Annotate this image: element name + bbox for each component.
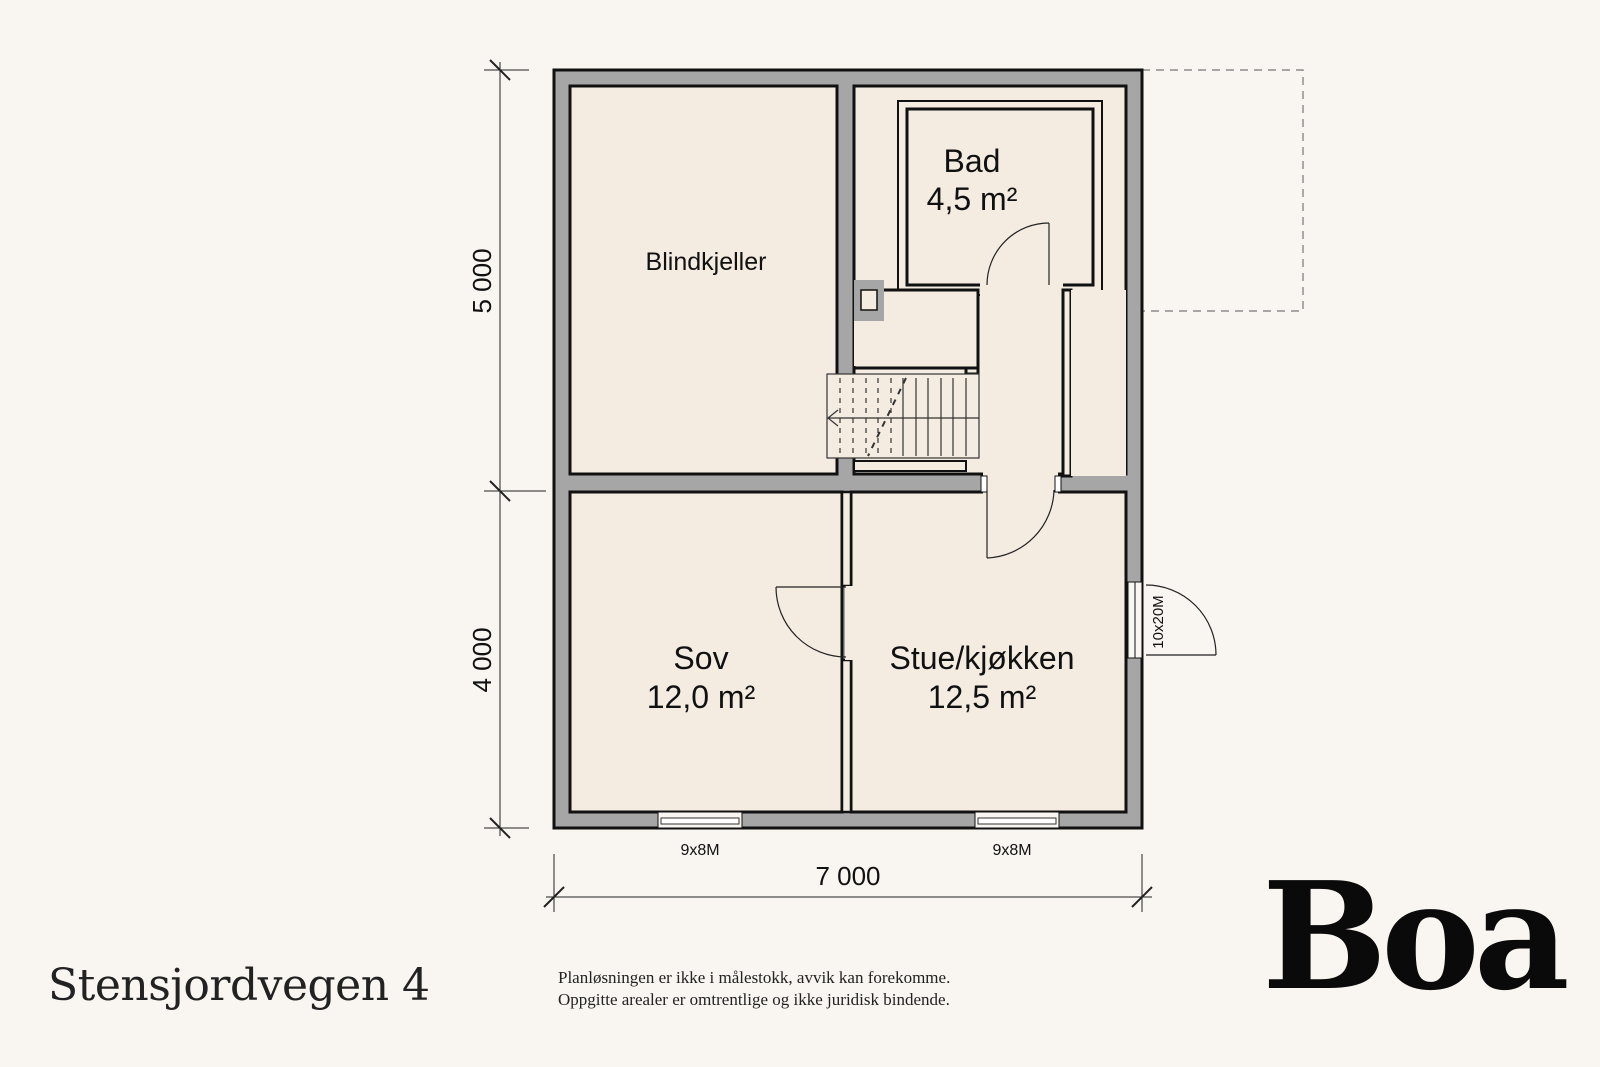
window-label-1: 9x8M: [680, 842, 719, 859]
boa-logo: Boa: [1262, 849, 1570, 1023]
window-label-2: 9x8M: [992, 842, 1031, 859]
dimension-height-lower: 4 000: [467, 627, 497, 692]
interior-wall-sov: [840, 490, 853, 814]
dimension-horizontal: [543, 854, 1153, 912]
door-label: 10x20M: [1150, 595, 1167, 648]
property-address: Stensjordvegen 4: [48, 960, 430, 1011]
hall-opening: [983, 470, 1058, 496]
room-name-stue: Stue/kjøkken: [890, 640, 1075, 676]
terrace-outline: [1142, 69, 1304, 312]
dimension-width: 7 000: [815, 861, 880, 891]
door-swings: [775, 222, 1217, 658]
chimney: [854, 280, 884, 321]
room-area-sov: 12,0 m²: [647, 679, 756, 715]
room-area-stue: 12,5 m²: [928, 679, 1037, 715]
exterior-door: [1127, 581, 1143, 659]
disclaimer-line-1: Planløsningen er ikke i målestokk, avvik…: [558, 968, 951, 987]
dimension-height-upper: 5 000: [467, 248, 497, 313]
room-name-sov: Sov: [673, 640, 728, 676]
staircase: [826, 373, 980, 459]
room-name-bad: Bad: [944, 143, 1001, 179]
room-name-blindkjeller: Blindkjeller: [646, 248, 767, 276]
bath-walls: [852, 100, 1126, 478]
disclaimer-line-2: Oppgitte arealer er omtrentlige og ikke …: [558, 990, 950, 1009]
room-area-bad: 4,5 m²: [927, 181, 1018, 217]
windows: [657, 811, 1060, 829]
disclaimer: Planløsningen er ikke i målestokk, avvik…: [558, 967, 950, 1011]
dimension-vertical: [484, 59, 546, 839]
